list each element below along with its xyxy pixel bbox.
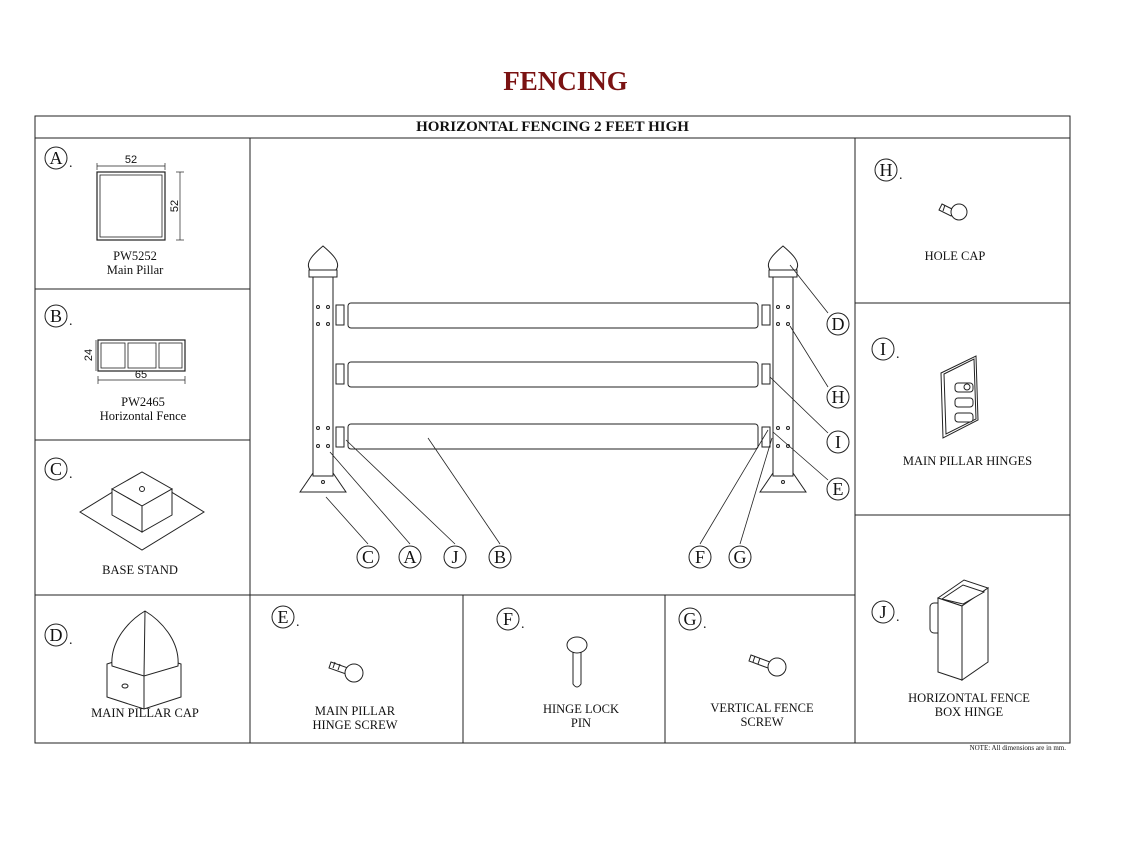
svg-text:.: . [896,347,900,362]
part-b-name: Horizontal Fence [99,409,187,423]
callout-c: C [362,547,374,567]
part-g-name-line2: SCREW [740,715,784,729]
horizontal-fence-section-drawing [95,339,186,384]
part-a-name: Main Pillar [106,263,164,277]
svg-text:.: . [69,156,73,171]
panel-letter-j: J [879,602,886,622]
svg-text:.: . [899,168,903,183]
part-g-name-line1: VERTICAL FENCE [710,701,814,715]
dim-b-height: 24 [83,349,95,361]
hinge-lock-pin-drawing [566,636,588,688]
subtitle: HORIZONTAL FENCING 2 FEET HIGH [416,119,689,135]
part-h-name: HOLE CAP [924,249,986,263]
panel-letter-b: B [50,306,62,326]
part-i-name: MAIN PILLAR HINGES [902,454,1033,468]
panel-letter-g: G [684,609,697,629]
part-j-name-line1: HORIZONTAL FENCE [908,691,1030,705]
dimensions-note: NOTE: All dimensions are in mm. [969,744,1066,752]
panel-letter-h: H [880,160,893,180]
label-b: PW2465 Horizontal Fence [68,395,218,423]
panel-letter-f: F [503,609,513,629]
callout-f: F [695,547,705,567]
hole-cap-drawing [938,203,968,221]
part-a-code: PW5252 [113,249,157,263]
label-f: HINGE LOCK PIN [506,702,656,730]
part-c-name: BASE STAND [102,563,178,577]
svg-text:.: . [69,633,73,648]
callout-circles [44,146,898,647]
main-pillar-section-drawing [96,163,184,241]
panel-letter-c: C [50,459,62,479]
callout-g: G [734,547,747,567]
part-f-name-line2: PIN [570,716,592,730]
page-title: FENCING [503,66,628,96]
vertical-fence-screw-drawing [748,654,787,677]
svg-text:.: . [296,615,300,630]
label-e: MAIN PILLAR HINGE SCREW [280,704,430,732]
part-f-name-line1: HINGE LOCK [542,702,620,716]
callout-d: D [832,314,845,334]
part-j-name-line2: BOX HINGE [934,705,1004,719]
base-stand-drawing [79,471,205,551]
callout-leader-lines [325,264,829,545]
label-j: HORIZONTAL FENCE BOX HINGE [888,691,1050,719]
callout-j: J [451,547,458,567]
part-d-name: MAIN PILLAR CAP [91,706,199,720]
outer-frame [34,115,1071,744]
dim-a-height: 52 [169,200,181,212]
callout-h: H [832,387,845,407]
part-e-name-line1: MAIN PILLAR [314,704,396,718]
svg-text:.: . [896,610,900,625]
pillar-cap-drawing [106,610,182,710]
part-e-name-line2: HINGE SCREW [312,718,398,732]
label-a: PW5252 Main Pillar [60,249,210,277]
svg-text:.: . [69,467,73,482]
main-pillar-hinges-drawing [940,355,979,439]
callout-e: E [833,479,844,499]
hinge-screw-drawing [328,661,364,683]
panel-letter-a: A [50,148,63,168]
panel-letter-i: I [880,339,886,359]
callout-a: A [404,547,417,567]
callout-b: B [494,547,506,567]
dim-a-width: 52 [125,154,137,166]
callout-i: I [835,432,841,452]
svg-text:.: . [703,617,707,632]
dim-b-width: 65 [135,369,147,381]
svg-text:.: . [69,314,73,329]
svg-text:.: . [521,617,525,632]
part-b-code: PW2465 [121,395,165,409]
panel-letter-d: D [50,625,63,645]
box-hinge-drawing [929,579,990,681]
fence-assembly-drawing [299,245,807,493]
panel-letter-e: E [278,607,289,627]
label-g: VERTICAL FENCE SCREW [687,701,837,729]
